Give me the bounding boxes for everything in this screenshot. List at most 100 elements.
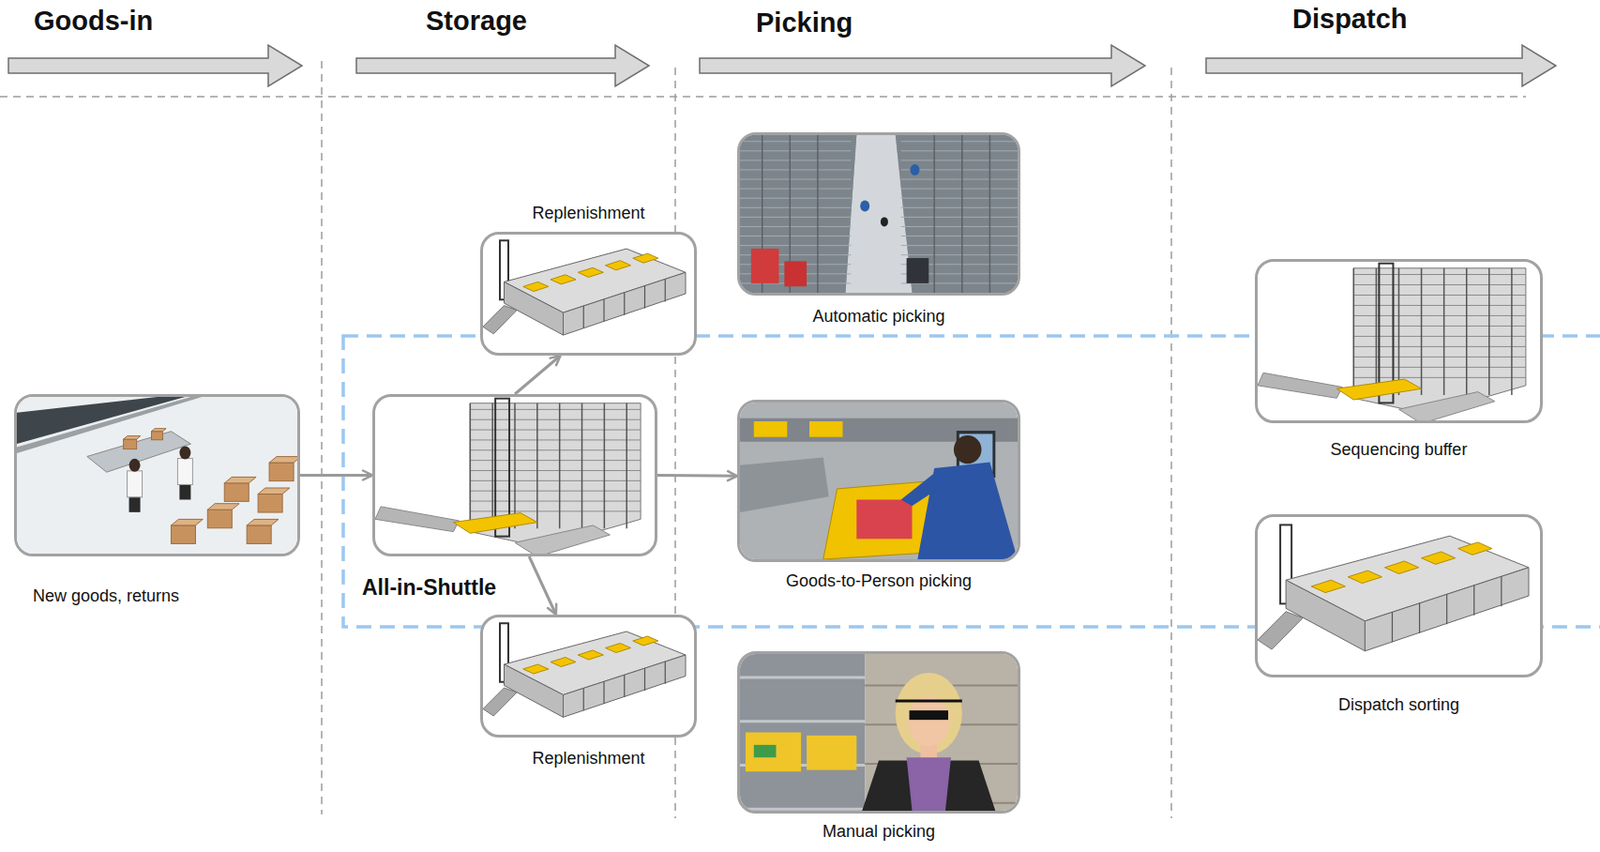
illustration-shape (633, 635, 659, 646)
illustration-shape (224, 476, 257, 484)
illustration-group (483, 622, 686, 717)
box-caption: Dispatch sorting (1254, 694, 1543, 716)
illustration-line (1418, 603, 1420, 634)
image-frame (14, 393, 301, 557)
caption-group: Goods-to-Person picking (737, 571, 1021, 592)
illustration-shape (1458, 542, 1493, 555)
illustration-line (901, 244, 1018, 246)
illustration-shape (739, 135, 857, 293)
illustration-shape (895, 135, 1018, 293)
illustration-shape (483, 687, 517, 716)
illustration (375, 396, 655, 554)
illustration-line (1488, 268, 1491, 395)
illustration-shape (207, 509, 232, 529)
illustration-shape (901, 472, 946, 506)
illustration-shape (909, 709, 949, 720)
illustration-shape (16, 396, 185, 444)
illustration (483, 617, 695, 735)
illustration-line (739, 188, 851, 190)
illustration-shape (605, 643, 632, 653)
illustration-shape (895, 672, 963, 755)
illustration-shape (739, 135, 1018, 293)
illustration-shape (179, 445, 191, 459)
caption-group: Sequencing buffer (1254, 439, 1543, 461)
illustration-line (901, 188, 1018, 190)
flow-arrow (514, 355, 560, 394)
illustration-shape (845, 135, 913, 293)
illustration (739, 402, 1018, 559)
illustration-shape (452, 513, 537, 534)
illustration-shape (246, 525, 272, 544)
caption-group: Automatic picking (737, 306, 1021, 328)
phase-arrow (699, 45, 1146, 87)
illustration-line (895, 699, 963, 703)
illustration-line (623, 292, 625, 316)
phase-divider (320, 60, 323, 815)
illustration-line (739, 197, 851, 199)
illustration-shape (246, 518, 279, 526)
illustration-line (1500, 575, 1502, 606)
illustration-line (739, 159, 851, 161)
illustration-line (1465, 268, 1468, 395)
illustration-shape (1347, 570, 1382, 584)
illustration-group (375, 398, 641, 554)
illustration-group (1257, 263, 1526, 421)
illustration-shape (177, 457, 193, 484)
illustration-line (625, 403, 628, 529)
illustration-line (739, 168, 851, 170)
image-frame (480, 231, 697, 356)
illustration-line (1398, 268, 1401, 395)
illustrated-box: Manual picking (737, 650, 1021, 843)
illustration-shape (523, 281, 549, 291)
image-frame (372, 393, 658, 557)
illustration-shape (87, 431, 192, 473)
illustration-line (1473, 585, 1475, 616)
flow-arrow (300, 473, 373, 477)
box-caption: Replenishment (480, 203, 697, 225)
illustration-line (739, 207, 851, 209)
illustration-line (901, 150, 1018, 151)
illustration-shape (856, 499, 912, 540)
phase-label: Dispatch (1292, 3, 1407, 35)
phase-label: Storage (425, 5, 528, 37)
box-caption: Sequencing buffer (1254, 439, 1543, 461)
illustration (739, 135, 1018, 293)
illustration-shape (605, 260, 632, 271)
illustrated-box: Goods-to-Person picking (737, 399, 1021, 592)
illustration-shape (806, 735, 857, 770)
image-frame (1254, 258, 1543, 423)
box-caption: Replenishment (480, 748, 697, 770)
illustration-shape (1257, 611, 1303, 650)
illustration-shape (523, 664, 549, 674)
illustration-line (901, 226, 1018, 227)
illustration-shape (16, 396, 298, 554)
system-label: All-in-Shuttle (362, 574, 658, 602)
image-frame (737, 650, 1021, 814)
illustration-line (739, 226, 851, 227)
illustration-shape (224, 483, 249, 502)
illustration (16, 396, 298, 554)
illustration (483, 234, 695, 353)
caption-group: Manual picking (737, 821, 1021, 843)
illustration-line (816, 135, 819, 293)
illustration-group (739, 402, 1018, 559)
illustration-shape (207, 503, 240, 511)
illustration-line (1443, 268, 1446, 395)
phase-divider (0, 95, 1526, 98)
illustration-line (933, 135, 936, 293)
illustrated-box: All-in-Shuttle (372, 393, 658, 602)
image-frame (480, 614, 697, 738)
illustration-shape (784, 260, 807, 287)
illustration-shape (577, 267, 604, 277)
illustration-line (1353, 268, 1356, 395)
illustration-shape (257, 487, 290, 495)
phase-label: Goods-in (33, 5, 153, 37)
illustration-shape (123, 438, 137, 450)
illustration-line (901, 197, 1018, 199)
illustration (1257, 261, 1540, 421)
illustration-line (603, 403, 606, 529)
illustration-line (644, 286, 646, 309)
illustration-line (469, 403, 472, 529)
illustration-shape (123, 436, 141, 440)
